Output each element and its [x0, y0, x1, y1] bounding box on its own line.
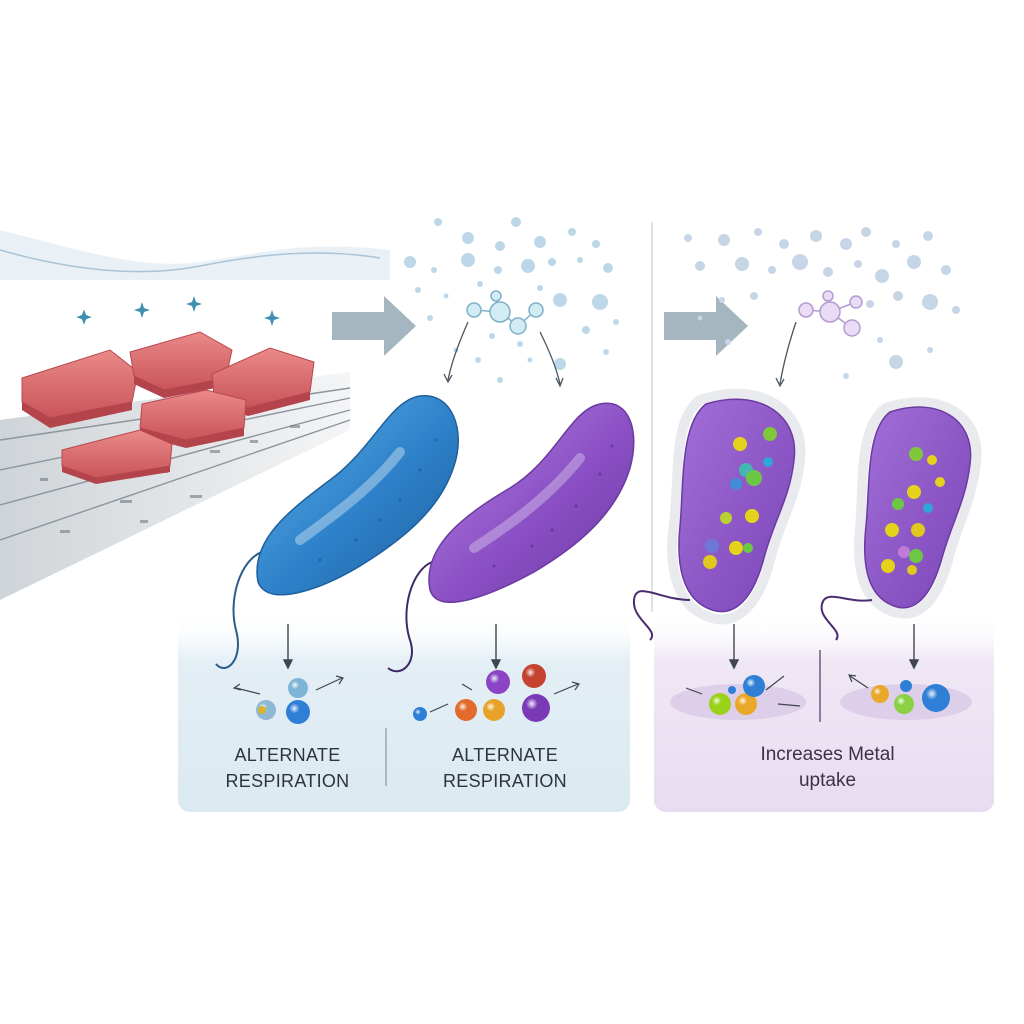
conveyor-belt	[0, 372, 350, 600]
ion-cluster	[232, 675, 344, 724]
caption-line-2: RESPIRATION	[443, 771, 567, 791]
metal-panel-background	[654, 612, 994, 812]
ion-cluster	[670, 675, 806, 720]
flagellum	[820, 595, 873, 641]
ion-cluster	[840, 674, 972, 720]
pointer-arrows	[775, 321, 797, 388]
meat-slice	[129, 331, 233, 398]
flagellum	[632, 590, 691, 641]
meat-conveyor-scene	[0, 230, 390, 600]
molecule-icon	[798, 290, 863, 337]
floating-particles	[684, 227, 960, 379]
molecule-icon	[466, 290, 544, 335]
metal-loaded-cell	[632, 388, 806, 641]
process-arrow	[664, 296, 748, 356]
caption-line-1: ALTERNATE	[234, 745, 341, 765]
sparkle-icon	[76, 296, 280, 326]
metal-particles	[703, 427, 777, 569]
flagellum	[215, 551, 263, 669]
blue-bacterium	[215, 395, 459, 669]
process-arrow	[332, 296, 416, 356]
meat-slice	[61, 429, 173, 484]
flagellum	[387, 561, 433, 673]
ion-cluster	[413, 664, 580, 722]
pointer-arrows	[443, 321, 564, 388]
caption-line-1: Increases Metal	[760, 744, 895, 765]
purple-bacterium	[387, 402, 635, 673]
sky-wave	[0, 230, 390, 280]
down-arrows	[282, 624, 920, 670]
metal-loaded-cell	[820, 397, 982, 641]
caption-line-2: uptake	[798, 770, 857, 791]
caption-alternate-respiration-middle: ALTERNATE RESPIRATION	[405, 742, 605, 794]
caption-increases-metal-uptake: Increases Metal uptake	[695, 742, 960, 794]
meat-slice	[139, 389, 247, 448]
caption-line-1: ALTERNATE	[451, 745, 559, 765]
caption-line-2: RESPIRATION	[225, 771, 350, 791]
floating-particles	[404, 217, 619, 383]
metal-particles	[881, 447, 945, 575]
meat-slice	[21, 349, 139, 428]
caption-alternate-respiration-left: ALTERNATE RESPIRATION	[195, 742, 380, 794]
